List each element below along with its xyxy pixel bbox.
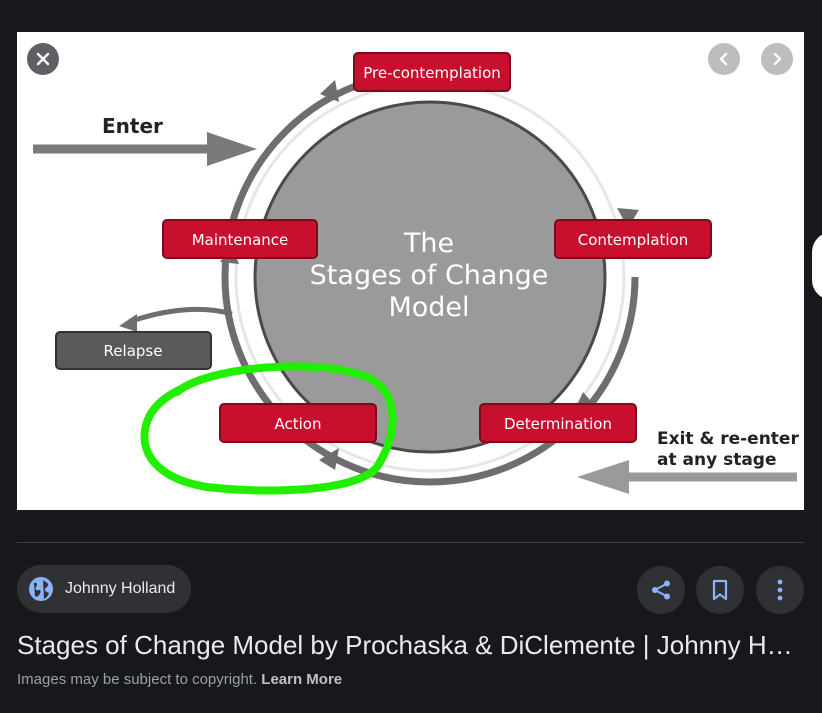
stage-box-precontemplation	[353, 52, 511, 92]
stage-label-determination: Determination	[504, 415, 612, 433]
preview-image[interactable]: Enter Exit & re-enter at any stage The S…	[17, 32, 804, 510]
more-vert-icon	[777, 579, 783, 601]
globe-icon	[29, 577, 53, 601]
learn-more-link[interactable]: Learn More	[261, 671, 343, 688]
chevron-left-icon	[719, 52, 728, 66]
exit-label-line1: Exit & re-enter	[657, 429, 799, 449]
exit-label-line2: at any stage	[657, 450, 777, 470]
exit-arrowhead	[577, 460, 629, 494]
stage-label-relapse: Relapse	[104, 342, 163, 360]
stage-label-contemplation: Contemplation	[578, 231, 689, 249]
more-options-button[interactable]	[756, 566, 804, 614]
next-image-peek[interactable]	[812, 232, 822, 300]
copyright-notice: Images may be subject to copyright. Lear…	[17, 671, 342, 688]
source-name: Johnny Holland	[65, 580, 176, 597]
result-title[interactable]: Stages of Change Model by Prochaska & Di…	[17, 630, 793, 660]
close-button[interactable]	[27, 43, 59, 75]
chevron-right-icon	[773, 52, 782, 66]
relapse-arrow	[128, 306, 233, 325]
next-image-button[interactable]	[761, 43, 793, 75]
enter-label: Enter	[102, 114, 163, 138]
stage-label-maintenance: Maintenance	[192, 231, 289, 249]
stages-of-change-diagram: Enter Exit & re-enter at any stage The S…	[33, 52, 799, 495]
stage-label-precontemplation: Pre-contemplation	[363, 64, 501, 82]
stage-label-action: Action	[275, 415, 322, 433]
center-title-line1: The	[403, 228, 454, 259]
arrowhead-to-action	[319, 448, 339, 470]
copyright-text: Images may be subject to copyright.	[17, 671, 262, 688]
share-button[interactable]	[637, 566, 685, 614]
stage-box-action	[219, 403, 377, 443]
arrowhead-to-precontemplation	[320, 80, 339, 102]
arrowhead-to-contemplation	[617, 208, 639, 228]
green-annotation-circle	[140, 362, 397, 495]
bookmark-icon	[712, 579, 728, 601]
stage-box-relapse	[55, 331, 212, 370]
relapse-arrowhead	[119, 314, 137, 332]
stage-box-maintenance	[162, 219, 318, 259]
close-icon	[36, 52, 50, 66]
stage-box-contemplation	[554, 219, 712, 259]
enter-arrowhead	[207, 132, 257, 166]
stage-box-determination	[479, 403, 637, 443]
share-icon	[652, 580, 670, 600]
divider	[17, 542, 804, 543]
center-title-line2: Stages of Change	[310, 260, 549, 291]
save-button[interactable]	[696, 566, 744, 614]
center-title-line3: Model	[388, 292, 469, 323]
previous-image-button[interactable]	[708, 43, 740, 75]
center-circle	[253, 100, 607, 454]
source-chip[interactable]: Johnny Holland	[17, 565, 191, 613]
